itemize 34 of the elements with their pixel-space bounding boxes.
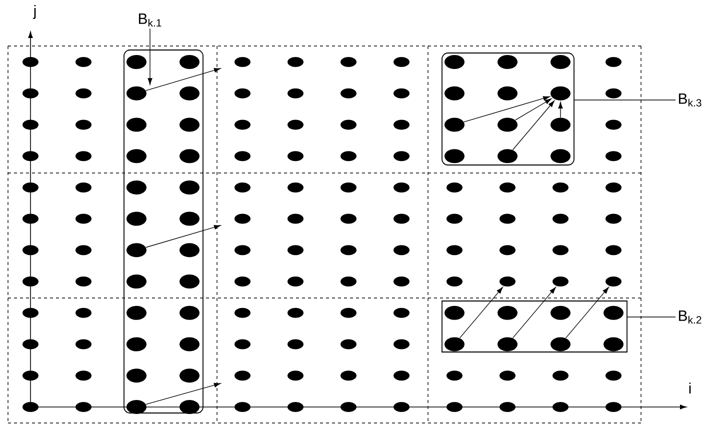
block-frame [442,300,628,352]
block-label: B$_{k.2}$ [678,310,702,324]
grid-point [498,149,518,164]
grid-point [550,337,570,352]
block-label: B$_{k.1}$ [138,14,162,26]
arrow [146,68,221,91]
grid-point [444,118,464,132]
grid-point [550,118,570,132]
arrow [514,98,552,120]
grid-point [500,276,516,287]
axis-label: j [32,5,36,19]
arrow [146,382,221,405]
block-label: B$_{k.3}$ [678,93,702,107]
grid-point [550,86,570,100]
arrow [459,287,503,338]
grid-point [126,400,146,414]
axis-label: i [689,382,691,394]
arrow [565,287,609,338]
block-frame [124,50,204,414]
block-frame [442,52,574,166]
grid-point [498,118,518,132]
grid-point [606,276,622,287]
arrow [558,102,563,118]
grid-point [444,337,464,352]
grid-point [552,276,568,287]
arrow [512,100,555,150]
arrow [512,287,556,338]
grid-point [126,86,146,100]
leader-line [627,316,676,318]
leader-line [148,28,152,85]
grid-point [498,337,518,352]
arrow [464,96,550,122]
grid-point [126,243,146,258]
arrow [146,224,221,248]
